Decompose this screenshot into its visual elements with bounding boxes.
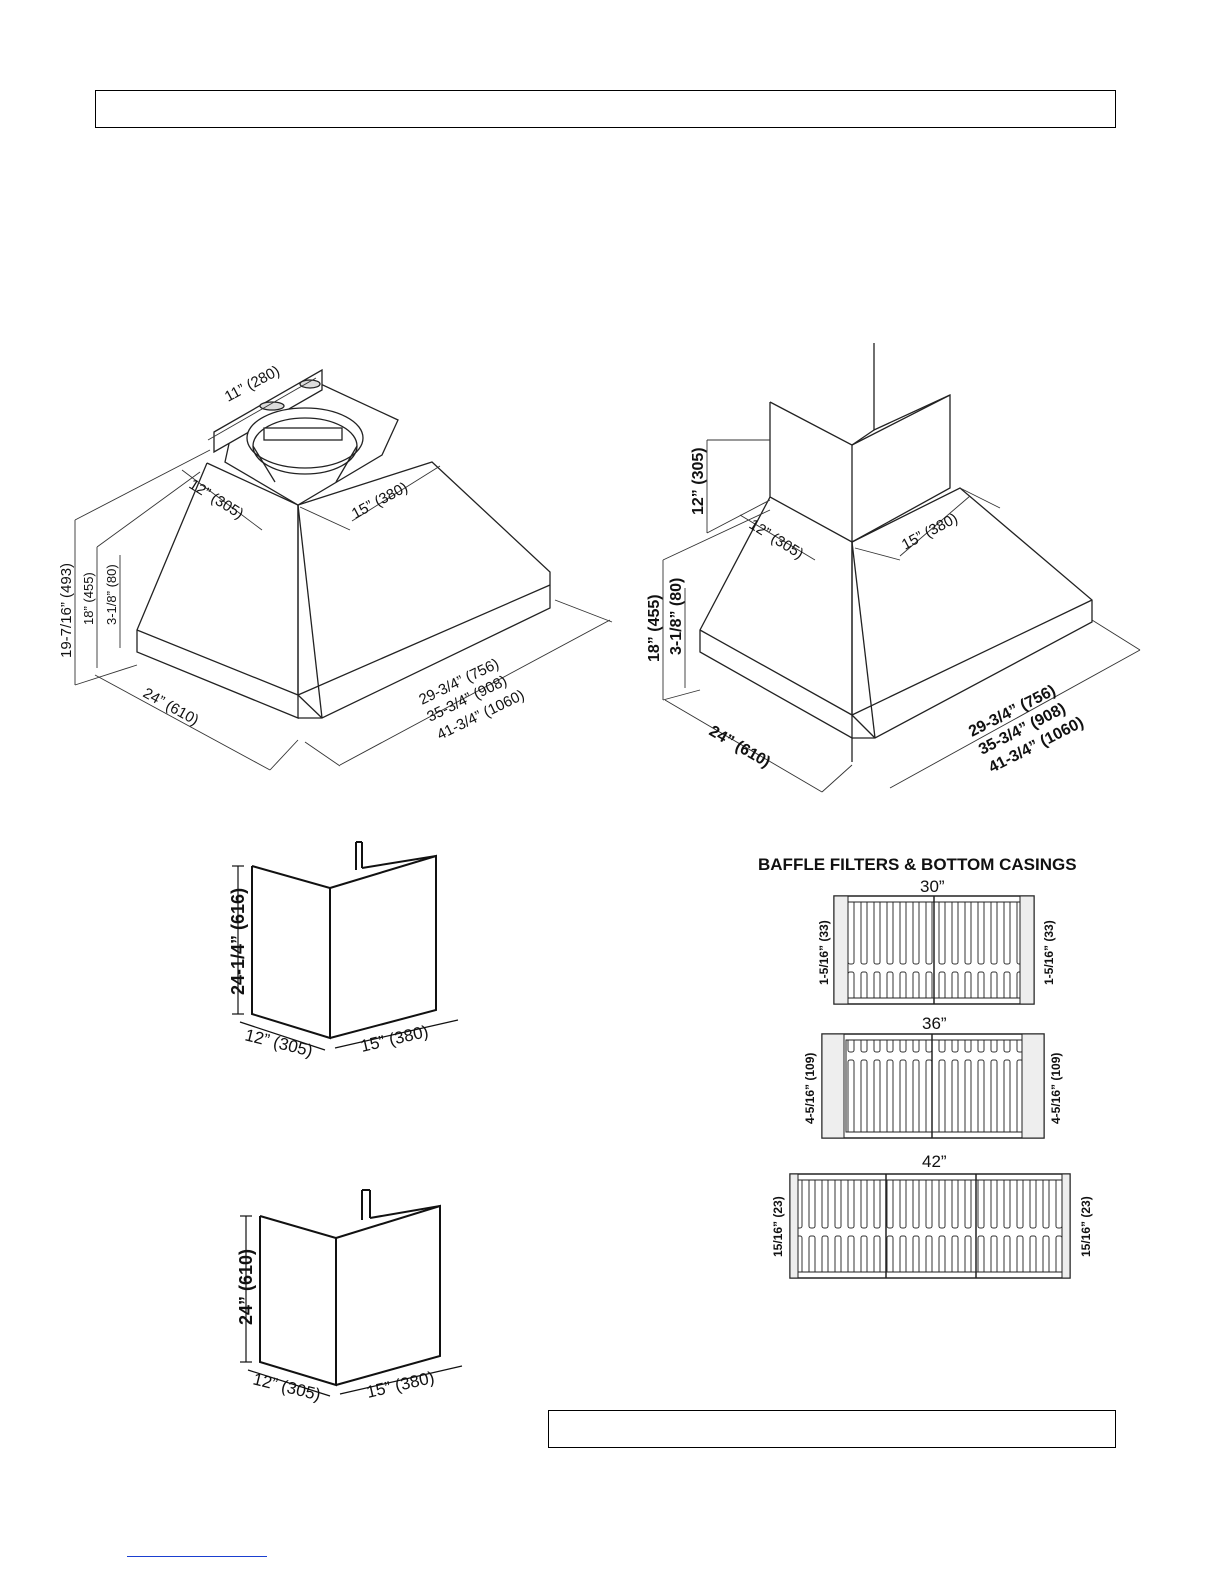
footer-box — [548, 1410, 1116, 1448]
header-box — [95, 90, 1116, 128]
chimney-cover-1 — [232, 841, 459, 1051]
chimney2-dim-depth-left: 12” (305) — [251, 1369, 323, 1404]
hood1-dim-depth-left: 12” (305) — [186, 476, 247, 523]
hood1-dim-skirt: 3-1/8” (80) — [104, 564, 119, 625]
filter-30-diagram — [833, 895, 1035, 1005]
hood-island-diagram — [74, 368, 613, 771]
chimney2-dim-depth-right: 15” (380) — [365, 1368, 436, 1402]
hood2-dim-height: 18” (455) — [646, 594, 663, 662]
chimney2-dim-height: 24” (610) — [236, 1249, 256, 1325]
hood2-right-face — [851, 487, 1093, 739]
hood1-dim-depth: 24” (610) — [140, 685, 201, 729]
hood-chimney-diagram — [662, 343, 1141, 793]
chimney-right — [851, 393, 951, 543]
filters-title: BAFFLE FILTERS & BOTTOM CASINGS — [758, 855, 1077, 874]
chimney-cover-2 — [240, 1189, 463, 1397]
hood1-dimension-lines — [74, 377, 613, 771]
filter-36-diagram — [821, 1033, 1045, 1139]
hood2-dim-depth-left: 12” (305) — [746, 516, 807, 563]
footer-link-line — [127, 1556, 267, 1557]
filter-42-diagram — [789, 1173, 1071, 1279]
hood2-dim-depth-right: 15” (380) — [899, 510, 961, 554]
filter42-dim-right: 15/16” (23) — [1079, 1196, 1093, 1257]
hood1-dim-height: 18” (455) — [81, 572, 96, 625]
chimney-left — [769, 401, 853, 544]
filter42-label: 42” — [922, 1152, 947, 1171]
hood1-dim-total-height: 19-7/16” (493) — [58, 563, 75, 658]
hood2-dim-skirt: 3-1/8” (80) — [668, 578, 685, 655]
hood2-dim-chimney-height: 12” (305) — [690, 447, 707, 515]
chimney1-dim-height: 24-1/4” (616) — [228, 888, 248, 995]
filter30-dim-right: 1-5/16” (33) — [1042, 920, 1056, 985]
hood2-dimension-lines — [662, 439, 1141, 793]
filter36-dim-left: 4-5/16” (109) — [803, 1053, 817, 1124]
hood1-right-face — [297, 461, 551, 719]
hood2-dim-depth: 24” (610) — [706, 723, 773, 772]
filter30-label: 30” — [920, 877, 945, 896]
filter42-dim-left: 15/16” (23) — [771, 1196, 785, 1257]
filter36-label: 36” — [922, 1014, 947, 1033]
filter30-dim-left: 1-5/16” (33) — [817, 920, 831, 985]
filter36-dim-right: 4-5/16” (109) — [1049, 1053, 1063, 1124]
